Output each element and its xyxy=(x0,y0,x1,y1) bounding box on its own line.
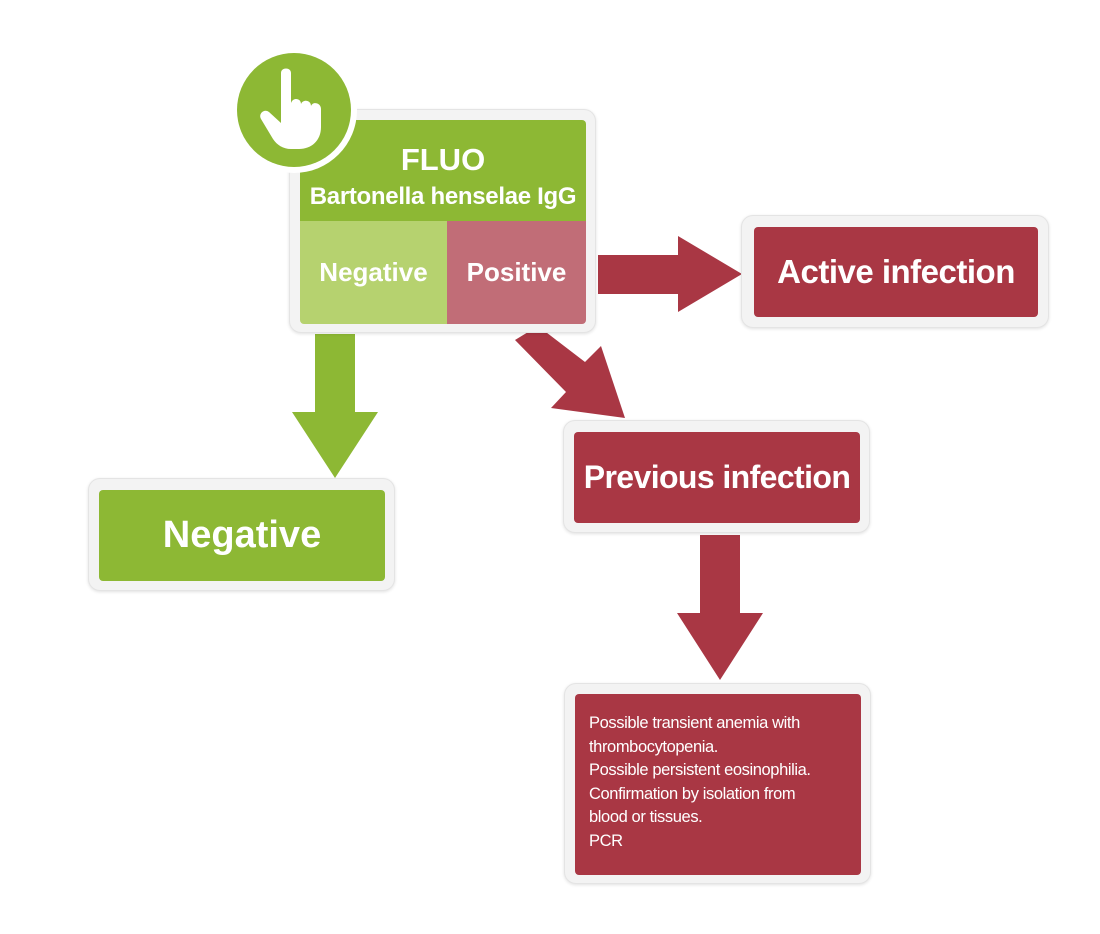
positive-result-label: Positive xyxy=(466,257,567,287)
negative-outcome-box[interactable]: Negative xyxy=(99,490,385,581)
notes-line: thrombocytopenia. xyxy=(589,737,718,756)
notes-line: Confirmation by isolation from xyxy=(589,784,796,803)
test-card: FLUO Bartonella henselae IgG Negative Po… xyxy=(289,109,596,333)
previous-infection-box[interactable]: Previous infection xyxy=(574,432,860,523)
previous-infection-card: Previous infection xyxy=(563,420,870,533)
active-infection-label: Active infection xyxy=(777,253,1015,290)
negative-result-cell[interactable]: Negative xyxy=(300,221,447,324)
start-badge xyxy=(237,53,351,167)
previous-infection-label: Previous infection xyxy=(583,459,851,495)
test-name: Bartonella henselae IgG xyxy=(309,183,577,210)
positive-result-cell[interactable]: Positive xyxy=(447,221,586,324)
arrow-positive-to-active xyxy=(598,236,742,312)
test-method: FLUO xyxy=(400,142,486,177)
notes-line: Possible persistent eosinophilia. xyxy=(589,761,811,779)
negative-outcome-card: Negative xyxy=(88,478,395,591)
pointing-hand-icon xyxy=(260,68,321,149)
negative-outcome-label: Negative xyxy=(162,514,322,556)
notes-box: Possible transient anemia with thrombocy… xyxy=(575,694,861,875)
arrow-positive-to-previous xyxy=(515,326,625,418)
notes-line: blood or tissues. xyxy=(589,808,703,826)
notes-line: Possible transient anemia with xyxy=(589,714,800,732)
active-infection-card: Active infection xyxy=(741,215,1049,328)
notes-card: Possible transient anemia with thrombocy… xyxy=(564,683,871,884)
arrow-previous-to-notes xyxy=(677,535,763,680)
test-header: FLUO Bartonella henselae IgG xyxy=(300,120,586,221)
arrow-negative-down xyxy=(292,334,378,478)
active-infection-box[interactable]: Active infection xyxy=(754,227,1038,317)
negative-result-label: Negative xyxy=(319,257,428,287)
notes-line: PCR xyxy=(589,831,623,850)
